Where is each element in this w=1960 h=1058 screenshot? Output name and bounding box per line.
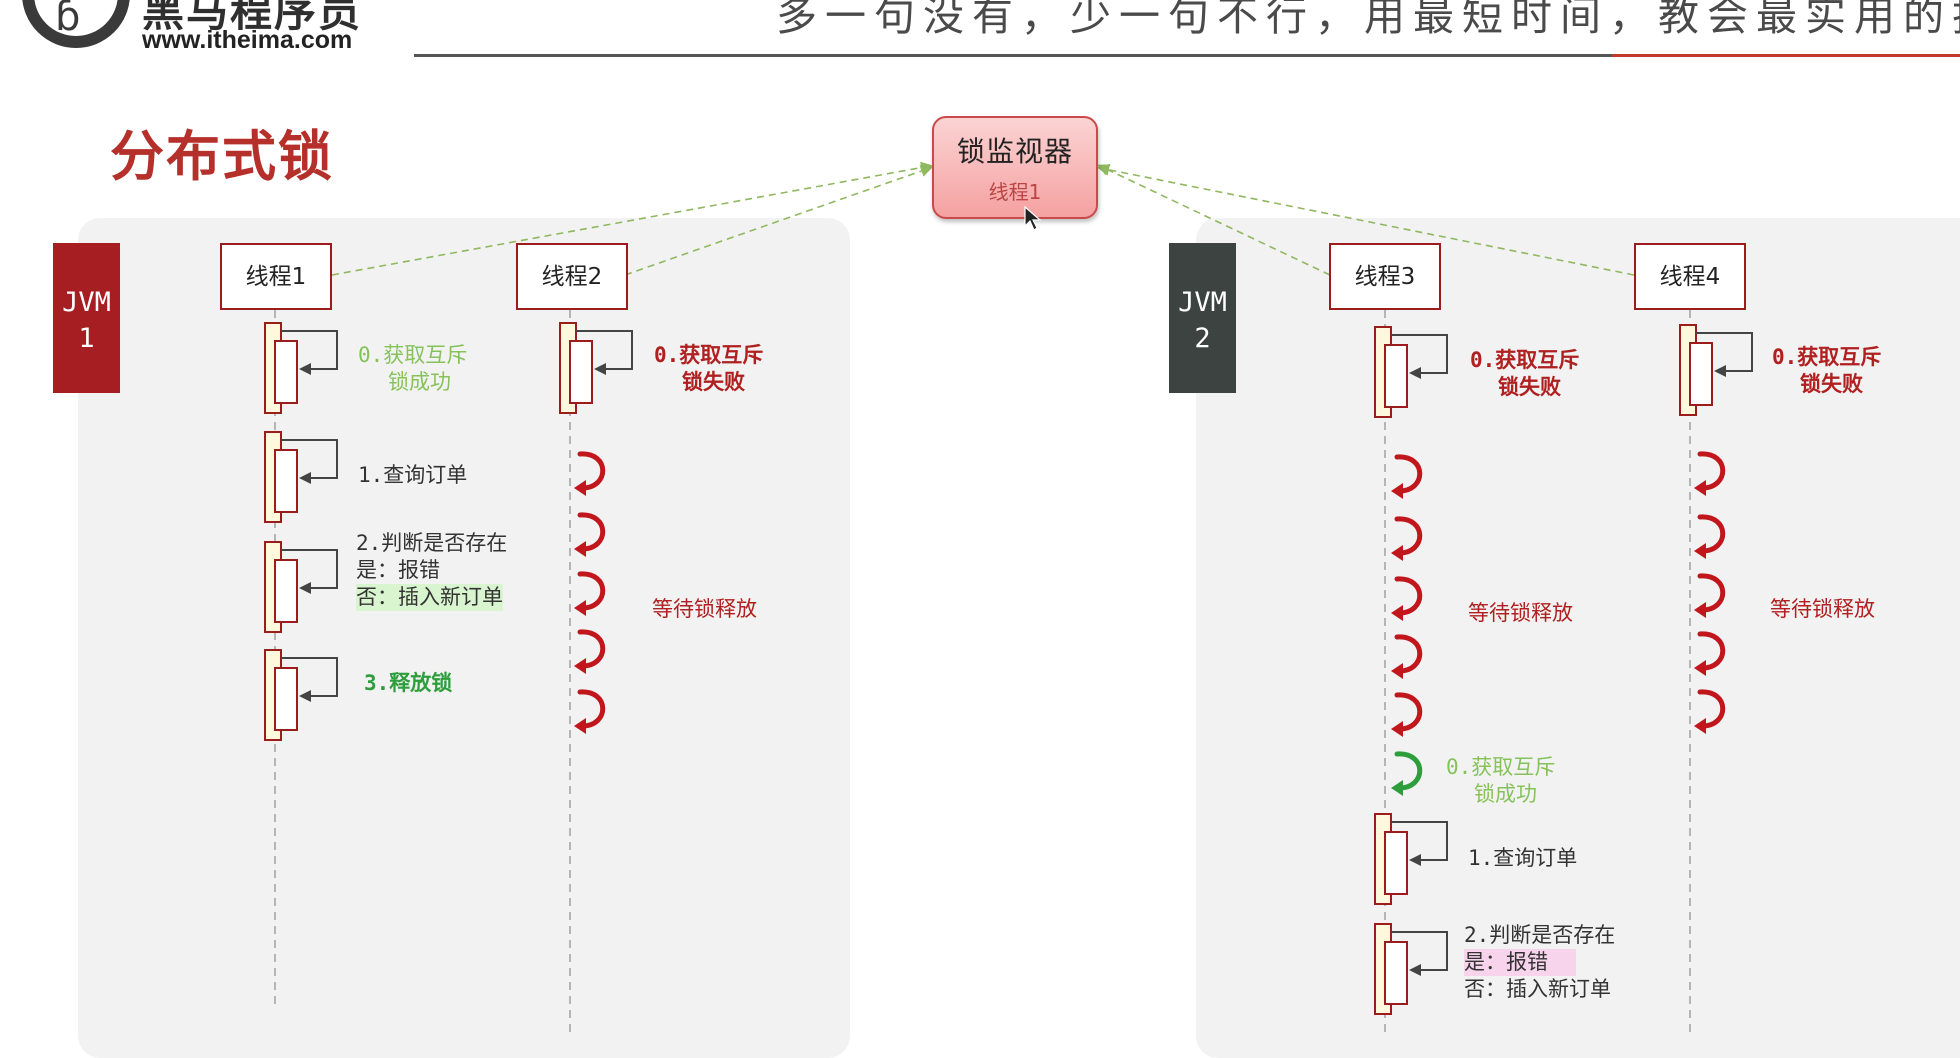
t1-step1-label: 1.查询订单 [358, 463, 468, 487]
wait-arrow-icon-t4-1 [1694, 514, 1726, 559]
jvm1-label-line1: JVM [62, 287, 111, 318]
thread4-box: 线程4 [1634, 243, 1746, 310]
t1-step2-line3: 否：插入新订单 [356, 584, 503, 611]
t3-step0-fail-line2: 锁失败 [1498, 375, 1561, 399]
jvm2-label-line1: JVM [1178, 287, 1227, 318]
brand-name: 黑马程序员 [142, 0, 363, 36]
jvm2-label: JVM 2 [1169, 243, 1236, 393]
t1-step2-line1: 2.判断是否存在 [356, 531, 508, 555]
header-accent-divider [1612, 54, 1960, 57]
logo-glyph-icon: ɓ [55, 0, 81, 40]
connector-thread2 [624, 165, 933, 276]
sequence-diagram [264, 161, 1753, 1033]
wait-arrow-icon-t2-0 [574, 451, 606, 496]
slogan: 多一句没有，少一句不行，用最短时间，教会最实用的技术 [776, 0, 1960, 40]
jvm1-panel [78, 218, 850, 1058]
t3-step0-success-line1: 0.获取互斥 [1446, 755, 1556, 779]
activation-t1-step1 [264, 431, 338, 523]
thread1-box: 线程1 [220, 243, 332, 310]
t1-step0-label: 0.获取互斥 锁成功 [358, 342, 467, 396]
activation-t2-step0 [559, 322, 633, 414]
activation-t1-step0 [264, 322, 338, 414]
wait-arrow-icon-t3-0 [1391, 454, 1423, 499]
activation-t3-step2 [1374, 923, 1448, 1015]
acquire-arrow-icon-t3 [1391, 751, 1423, 796]
t3-step0-success-label: 0.获取互斥 锁成功 [1446, 754, 1555, 808]
t1-step0-line2: 锁成功 [388, 370, 451, 394]
page-title: 分布式锁 [110, 125, 334, 188]
wait-arrow-icon-t4-2 [1694, 573, 1726, 618]
t4-wait-label: 等待锁释放 [1770, 597, 1875, 621]
t1-step0-line1: 0.获取互斥 [358, 343, 468, 367]
wait-arrow-icon-t3-4 [1391, 692, 1423, 737]
mouse-cursor-icon [1024, 206, 1042, 231]
t3-step2-line3: 否：插入新订单 [1464, 977, 1611, 1001]
wait-arrow-icon-t2-3 [574, 629, 606, 674]
t2-step0-line2: 锁失败 [682, 370, 745, 394]
wait-arrow-icon-t3-1 [1391, 516, 1423, 561]
wait-arrow-icon-t4-4 [1694, 689, 1726, 734]
jvm1-label: JVM 1 [53, 243, 120, 393]
t4-step0-line1: 0.获取互斥 [1772, 345, 1882, 369]
lock-monitor-title: 锁监视器 [956, 135, 1073, 168]
t3-step2-line1: 2.判断是否存在 [1464, 923, 1616, 947]
monitor-connectors [331, 161, 1635, 276]
t3-step0-success-line2: 锁成功 [1474, 782, 1537, 806]
t3-step0-fail-line1: 0.获取互斥 [1470, 348, 1580, 372]
jvm1-label-line2: 1 [78, 323, 95, 354]
wait-arrow-icon-t4-0 [1694, 451, 1726, 496]
activation-t3-step0 [1374, 326, 1448, 418]
connector-thread3 [1097, 164, 1331, 276]
brand-url: www.itheima.com [142, 26, 353, 54]
lock-monitor-holder: 线程1 [988, 180, 1042, 204]
wait-arrow-icon-t3-3 [1391, 634, 1423, 679]
activation-t1-step2 [264, 541, 338, 633]
activation-t4-step0 [1679, 324, 1753, 416]
thread2-box: 线程2 [516, 243, 628, 310]
activation-t1-step3 [264, 649, 338, 741]
t1-step2-label: 2.判断是否存在 是：报错 否：插入新订单 [356, 530, 507, 611]
activation-boxes [264, 322, 1753, 1015]
wait-arrows [574, 451, 1726, 796]
t4-step0-label: 0.获取互斥 锁失败 [1772, 344, 1881, 398]
wait-arrow-icon-t2-4 [574, 689, 606, 734]
t2-step0-line1: 0.获取互斥 [654, 343, 764, 367]
wait-arrow-icon-t4-3 [1694, 631, 1726, 676]
connector-thread4 [1097, 163, 1635, 276]
jvm2-panel [1196, 218, 1960, 1058]
wait-arrow-icon-t2-1 [574, 512, 606, 557]
lock-monitor: 锁监视器 线程1 [932, 116, 1098, 219]
header-divider [414, 54, 1960, 57]
t3-step2-label: 2.判断是否存在 是：报错 否：插入新订单 [1464, 922, 1615, 1003]
t1-step2-line2: 是：报错 [356, 558, 440, 582]
t1-step3-label: 3.释放锁 [364, 671, 453, 695]
jvm2-label-line2: 2 [1194, 323, 1211, 354]
wait-arrow-icon-t2-2 [574, 571, 606, 616]
t2-wait-label: 等待锁释放 [652, 597, 757, 621]
t3-step0-fail-label: 0.获取互斥 锁失败 [1470, 347, 1579, 401]
connector-thread1 [331, 161, 933, 276]
t4-step0-line2: 锁失败 [1800, 372, 1863, 396]
wait-arrow-icon-t3-2 [1391, 576, 1423, 621]
thread3-box: 线程3 [1329, 243, 1441, 310]
t3-wait-label: 等待锁释放 [1468, 601, 1573, 625]
t3-step1-label: 1.查询订单 [1468, 846, 1578, 870]
t3-step2-line2: 是：报错 [1464, 949, 1576, 976]
t2-step0-label: 0.获取互斥 锁失败 [654, 342, 763, 396]
activation-t3-step1 [1374, 813, 1448, 905]
